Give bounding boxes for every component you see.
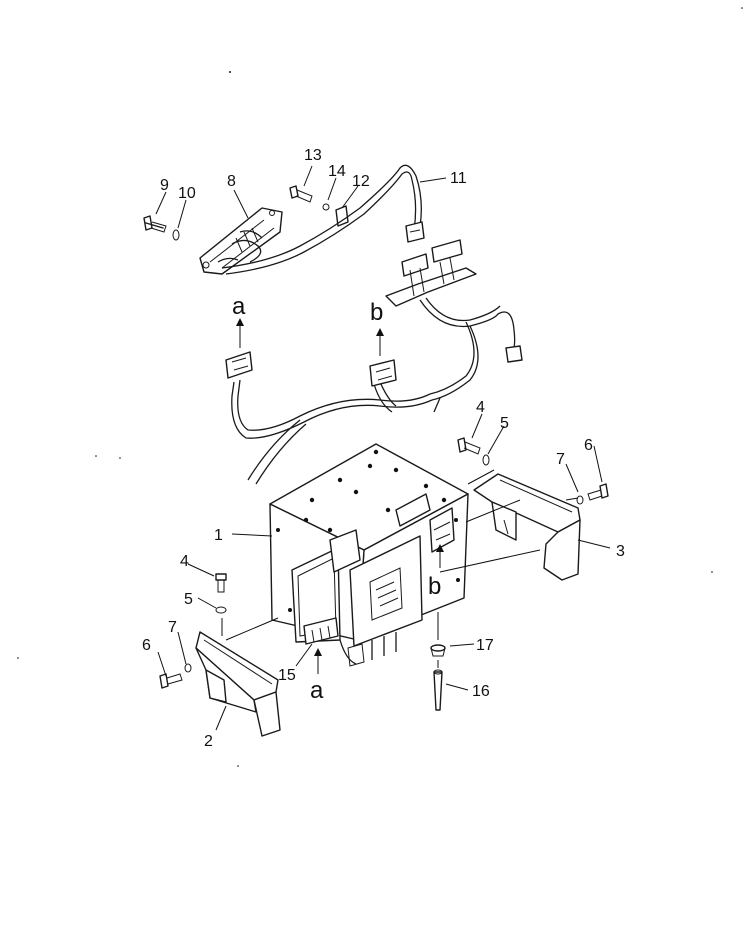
ref-arrow-b-bottom <box>436 544 444 568</box>
washer-part-5-right <box>482 454 490 466</box>
monitor-unit-part-8 <box>199 207 283 275</box>
bolt-part-6-left <box>159 673 183 689</box>
callout-16: 16 <box>472 683 490 700</box>
bolt-part-13 <box>289 185 313 203</box>
callout-4-right: 4 <box>476 399 485 416</box>
reference-letters: a b a b <box>232 293 441 704</box>
ref-letter-b-top: b <box>370 299 383 326</box>
ref-letter-a-bottom: a <box>310 677 324 704</box>
callout-5-left: 5 <box>184 591 193 608</box>
callout-17: 17 <box>476 637 494 654</box>
washer-part-7-left <box>184 663 192 673</box>
bolt-part-6-right <box>587 483 609 501</box>
callout-6-left: 6 <box>142 637 151 654</box>
callout-8: 8 <box>227 173 236 190</box>
leader-lines <box>155 165 611 731</box>
callout-14: 14 <box>328 163 346 180</box>
bolt-part-4-left <box>215 573 227 593</box>
ref-letter-b-bottom: b <box>428 573 441 600</box>
grommet-part-17 <box>430 644 446 657</box>
alignment-lines <box>221 469 579 668</box>
bolt-part-9 <box>143 215 167 233</box>
bracket-part-3 <box>473 473 581 581</box>
callout-labels: 9 10 8 13 14 12 11 1 4 5 6 7 2 15 4 5 7 … <box>142 147 625 750</box>
washer-part-5-left <box>215 606 227 614</box>
scan-specks <box>17 7 743 767</box>
plug-part-16 <box>433 669 443 711</box>
washer-part-14 <box>322 203 330 211</box>
callout-7-right: 7 <box>556 451 565 468</box>
ref-letter-a-top: a <box>232 293 246 320</box>
callout-4-left: 4 <box>180 553 189 570</box>
callout-15: 15 <box>278 667 296 684</box>
ref-arrow-a-bottom <box>314 648 322 674</box>
callout-9: 9 <box>160 177 169 194</box>
callout-10: 10 <box>178 185 196 202</box>
ref-arrow-a-top <box>236 318 244 348</box>
bracket-part-2 <box>195 631 281 737</box>
callout-13: 13 <box>304 147 322 164</box>
callout-2: 2 <box>204 733 213 750</box>
callout-1: 1 <box>214 527 223 544</box>
ref-arrow-b-top <box>376 328 384 356</box>
callout-7-left: 7 <box>168 619 177 636</box>
wiring-harness-part-11 <box>221 164 523 485</box>
washer-part-10 <box>172 229 180 241</box>
callout-3: 3 <box>616 543 625 560</box>
bolt-part-4-right <box>457 437 481 455</box>
callout-11: 11 <box>450 170 467 187</box>
controller-box-part-1 <box>269 443 469 667</box>
callout-6-right: 6 <box>584 437 593 454</box>
callout-12: 12 <box>352 173 370 190</box>
washer-part-7-right <box>576 495 584 505</box>
callout-5-right: 5 <box>500 415 509 432</box>
